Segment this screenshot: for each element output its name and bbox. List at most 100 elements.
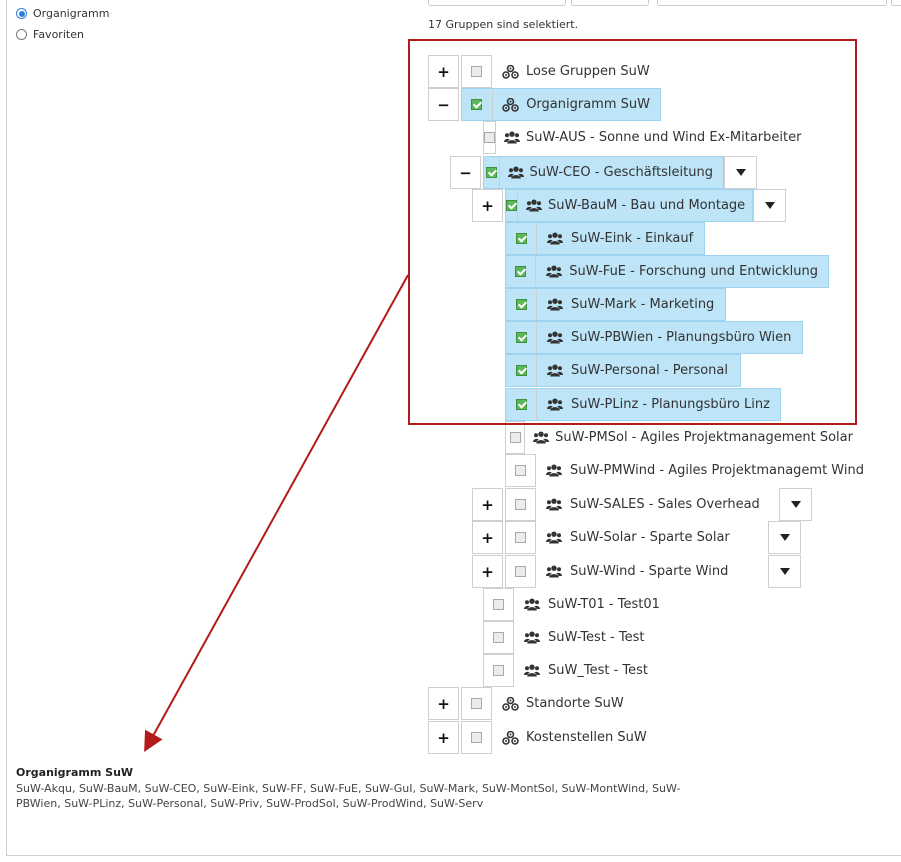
checkbox-checked[interactable] — [515, 332, 527, 343]
checkbox-cell[interactable] — [505, 555, 536, 588]
tree-node-item[interactable]: SuW-CEO - Geschäftsleitung — [483, 156, 724, 189]
checkbox-checked[interactable] — [514, 266, 526, 277]
checkbox-cell[interactable] — [505, 521, 536, 554]
checkbox-unchecked[interactable] — [484, 132, 495, 143]
checkbox-cell[interactable] — [506, 190, 518, 221]
tree-node-item[interactable]: SuW-Mark - Marketing — [505, 288, 726, 321]
checkbox-checked[interactable] — [515, 233, 527, 244]
checkbox-cell[interactable] — [506, 223, 537, 254]
users-icon — [533, 421, 550, 454]
dropdown-button[interactable] — [768, 521, 801, 554]
checkbox-checked[interactable] — [471, 99, 483, 110]
checkbox-cell[interactable] — [461, 721, 492, 754]
tree-node-item[interactable]: SuW-BauM - Bau und Montage — [505, 189, 753, 222]
tree-node-label: SuW-PLinz - Planungsbüro Linz — [571, 397, 770, 412]
expand-button[interactable]: + — [472, 555, 503, 588]
tree-node-item[interactable]: SuW-AUS - Sonne und Wind Ex-Mitarbeiter — [483, 121, 801, 154]
checkbox-unchecked[interactable] — [493, 665, 504, 676]
checkbox-cell[interactable] — [461, 687, 492, 720]
tree-node-item[interactable]: Lose Gruppen SuW — [461, 55, 662, 88]
checkbox-unchecked[interactable] — [493, 632, 504, 643]
tree-node-item[interactable]: SuW-T01 - Test01 — [483, 588, 672, 621]
checkbox-unchecked[interactable] — [471, 66, 482, 77]
expand-button[interactable]: + — [428, 721, 459, 754]
checkbox-unchecked[interactable] — [515, 532, 526, 543]
users-icon — [526, 190, 542, 221]
tree-node-item[interactable]: SuW-PBWien - Planungsbüro Wien — [505, 321, 803, 354]
checkbox-unchecked[interactable] — [471, 732, 482, 743]
tree-node-item[interactable]: SuW-Test - Test — [483, 621, 658, 654]
radio-favoriten[interactable] — [16, 29, 27, 40]
checkbox-cell[interactable] — [505, 454, 536, 487]
checkbox-cell[interactable] — [505, 488, 536, 521]
tree-node-label: SuW-Test - Test — [548, 630, 645, 645]
checkbox-unchecked[interactable] — [515, 566, 526, 577]
checkbox-cell[interactable] — [462, 89, 493, 120]
tree-node-label: SuW-PBWien - Planungsbüro Wien — [571, 330, 792, 345]
checkbox-cell[interactable] — [506, 389, 537, 420]
checkbox-checked[interactable] — [506, 200, 517, 211]
checkbox-checked[interactable] — [485, 167, 497, 178]
expand-button[interactable]: + — [428, 55, 459, 88]
collapse-button[interactable]: − — [428, 88, 459, 121]
radio-favoriten-label: Favoriten — [33, 28, 84, 41]
dropdown-button[interactable] — [768, 555, 801, 588]
checkbox-cell[interactable] — [483, 121, 496, 154]
tree-node-item[interactable]: SuW-SALES - Sales Overhead — [505, 488, 779, 521]
tree-node-item[interactable]: SuW-Eink - Einkauf — [505, 222, 705, 255]
checkbox-cell[interactable] — [483, 588, 514, 621]
tree-node-item[interactable]: SuW-Wind - Sparte Wind — [505, 555, 768, 588]
checkbox-checked[interactable] — [515, 399, 527, 410]
checkbox-cell[interactable] — [506, 322, 537, 353]
tree-node-item[interactable]: SuW-PLinz - Planungsbüro Linz — [505, 388, 781, 421]
tree-node-label: SuW-Personal - Personal — [571, 363, 728, 378]
tree-node-item[interactable]: Standorte SuW — [461, 687, 664, 720]
top-input-1[interactable] — [428, 0, 566, 6]
tree-node-item[interactable]: SuW-PMWind - Agiles Projektmanagemt Wind — [505, 454, 876, 487]
expand-button[interactable]: + — [428, 687, 459, 720]
checkbox-cell[interactable] — [506, 355, 537, 386]
panel-left-border — [6, 0, 7, 855]
view-option-organigramm[interactable]: Organigramm — [16, 7, 109, 20]
checkbox-unchecked[interactable] — [471, 698, 482, 709]
checkbox-cell[interactable] — [506, 289, 537, 320]
tree-node-item[interactable]: SuW-PMSol - Agiles Projektmanagement Sol… — [505, 421, 863, 454]
dropdown-button[interactable] — [724, 156, 757, 189]
users-icon — [507, 157, 524, 188]
collapse-button[interactable]: − — [450, 156, 481, 189]
checkbox-cell[interactable] — [506, 256, 536, 287]
checkbox-unchecked[interactable] — [509, 432, 521, 443]
tree-node-label: SuW-Solar - Sparte Solar — [570, 530, 730, 545]
tree-node-item[interactable]: SuW_Test - Test — [483, 654, 662, 687]
checkbox-cell[interactable] — [461, 55, 492, 88]
tree-node-label: Standorte SuW — [526, 696, 624, 711]
top-input-2[interactable] — [571, 0, 649, 6]
users-icon — [544, 454, 564, 487]
tree-node-item[interactable]: Organigramm SuW — [461, 88, 661, 121]
expand-button[interactable]: + — [472, 189, 503, 222]
users-icon — [522, 621, 542, 654]
checkbox-unchecked[interactable] — [493, 599, 504, 610]
tree-node-label: SuW-Wind - Sparte Wind — [570, 564, 729, 579]
checkbox-checked[interactable] — [515, 365, 527, 376]
checkbox-cell[interactable] — [505, 421, 526, 454]
sitemap-icon — [500, 687, 520, 720]
tree-node-item[interactable]: SuW-FuE - Forschung und Entwicklung — [505, 255, 829, 288]
checkbox-checked[interactable] — [515, 299, 527, 310]
dropdown-button[interactable] — [779, 488, 812, 521]
checkbox-cell[interactable] — [483, 621, 514, 654]
checkbox-unchecked[interactable] — [515, 465, 526, 476]
dropdown-button[interactable] — [753, 189, 786, 222]
tree-node-item[interactable]: SuW-Solar - Sparte Solar — [505, 521, 768, 554]
view-option-favoriten[interactable]: Favoriten — [16, 28, 84, 41]
checkbox-cell[interactable] — [484, 157, 500, 188]
tree-node-item[interactable]: SuW-Personal - Personal — [505, 354, 741, 387]
radio-organigramm[interactable] — [16, 8, 27, 19]
expand-button[interactable]: + — [472, 488, 503, 521]
tree-node-item[interactable]: Kostenstellen SuW — [461, 721, 681, 754]
top-input-3[interactable] — [657, 0, 887, 6]
expand-button[interactable]: + — [472, 521, 503, 554]
checkbox-unchecked[interactable] — [515, 499, 526, 510]
checkbox-cell[interactable] — [483, 654, 514, 687]
top-input-4[interactable] — [891, 0, 901, 6]
